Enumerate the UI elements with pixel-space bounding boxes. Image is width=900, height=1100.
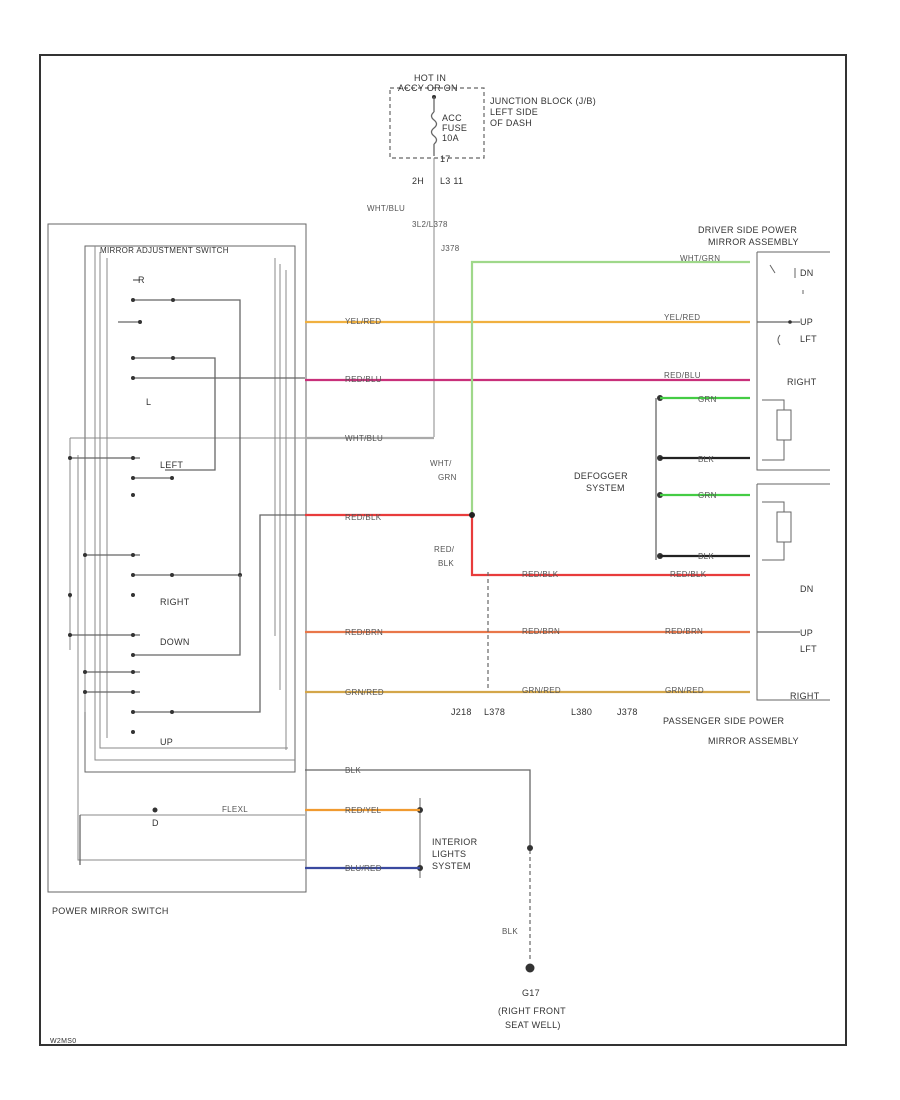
jb-name-1: JUNCTION BLOCK (J/B) [490,96,596,106]
ground-g17: BLK G17 (RIGHT FRONT SEAT WELL) [305,769,566,1030]
wire-label-red-brn-right: RED/BRN [665,627,703,636]
passenger-mirror-up: UP [800,628,813,638]
wire-wht-grn [470,260,750,515]
driver-mirror-lft: LFT [800,334,817,344]
defogger-system: DEFOGGER SYSTEM [574,395,663,560]
passenger-mirror-right: RIGHT [790,691,820,701]
wire-label-grn-red: GRN/RED [345,688,384,697]
ground-id: G17 [522,988,540,998]
wire-label-yel-red-right: YEL/RED [664,313,700,322]
connector-label-3: L380 [571,707,592,717]
driver-mirror-name-2: MIRROR ASSEMBLY [708,237,799,247]
diagram-frame [39,54,847,1046]
passenger-mirror-name-1: PASSENGER SIDE POWER [663,716,785,726]
switch-down-label: DOWN [160,637,190,647]
wire-label-grn-red-mid: GRN/RED [522,686,561,695]
driver-mirror-right: RIGHT [787,377,817,387]
jb-pin-1: 2H [412,176,424,186]
wire-label-connectors-top: 3L2/L378 [412,220,448,229]
ground-name-2: SEAT WELL) [505,1020,561,1030]
connector-label-2: L378 [484,707,505,717]
hot-label-1: HOT IN [414,73,446,83]
wire-label-red-blk-mid-1: RED/ [434,545,455,554]
ground-wire-label: BLK [502,927,518,936]
connector-label-4: J378 [617,707,638,717]
wire-red-blk [305,513,750,577]
wire-label-wht-grn-mid-1: WHT/ [430,459,452,468]
connector-label-1: J218 [451,707,472,717]
wire-label-red-blk-right: RED/BLK [670,570,707,579]
wire-label-flex: FLEXL [222,805,248,814]
wire-label-blk-1: BLK [698,455,714,464]
driver-mirror-name-1: DRIVER SIDE POWER [698,225,797,235]
passenger-mirror-name-2: MIRROR ASSEMBLY [708,736,799,746]
diagram-id: W2MS0 [50,1038,76,1045]
interior-lights-name-1: INTERIOR [432,837,478,847]
bottom-connectors: J218 L378 L380 J378 [451,572,638,717]
defogger-name-2: SYSTEM [586,483,625,493]
interior-lights-name-2: LIGHTS [432,849,466,859]
jb-pin-2: L3 11 [440,176,463,186]
wire-label-wht-blu: WHT/BLU [345,434,383,443]
wire-label-red-blk: RED/BLK [345,513,382,522]
passenger-mirror-assembly: DN UP LFT RIGHT PASSENGER SIDE POWER MIR… [663,483,830,746]
switch-d-label: D [152,818,159,828]
ground-name-1: (RIGHT FRONT [498,1006,566,1016]
switch-title: MIRROR ADJUSTMENT SWITCH [100,246,229,255]
wire-label-red-yel: RED/YEL [345,806,382,815]
wire-label-red-blu: RED/BLU [345,375,382,384]
passenger-mirror-dn: DN [800,584,814,594]
fuse-label-1: ACC [442,113,462,123]
wire-label-wht-grn-mid-2: GRN [438,473,457,482]
switch-l-label: L [146,397,151,407]
interior-lights-name-3: SYSTEM [432,861,471,871]
wire-label-red-brn-mid: RED/BRN [522,627,560,636]
wire-label-red-blk-mid-2: BLK [438,559,454,568]
wire-label-red-blu-right: RED/BLU [664,371,701,380]
wire-label-blk: BLK [345,766,361,775]
wire-harness [305,260,750,870]
jb-pin-3: 17 [440,154,451,164]
wire-labels: YEL/RED RED/BLU WHT/BLU RED/BLK RED/BRN … [345,254,720,873]
jb-name-3: OF DASH [490,118,532,128]
jb-name-2: LEFT SIDE [490,107,538,117]
passenger-mirror-lft: LFT [800,644,817,654]
wire-label-j378-top: J378 [441,244,460,253]
wire-label-wht-blu-top: WHT/BLU [367,204,405,213]
switch-right-label: RIGHT [160,597,190,607]
junction-block: HOT IN ACCY OR ON ACC FUSE 10A JUNCTION … [367,73,596,437]
wire-label-red-brn: RED/BRN [345,628,383,637]
wire-label-grn-2: GRN [698,491,717,500]
switch-r-label: R [138,275,145,285]
defogger-name-1: DEFOGGER [574,471,628,481]
driver-mirror-up: UP [800,317,813,327]
fuse-label-2: FUSE [442,123,467,133]
wire-label-yel-red: YEL/RED [345,317,381,326]
hot-label-2: ACCY OR ON [398,83,458,93]
switch-up-label: UP [160,737,173,747]
switch-left-label: LEFT [160,460,183,470]
driver-mirror-assembly: DRIVER SIDE POWER MIRROR ASSEMBLY DN UP … [698,225,830,471]
wire-label-red-blk-mid: RED/BLK [522,570,559,579]
wire-label-wht-grn-driver: WHT/GRN [680,254,720,263]
power-mirror-switch: MIRROR ADJUSTMENT SWITCH POWER MIRROR SW… [47,223,307,916]
driver-mirror-dn: DN [800,268,814,278]
wire-label-blk-2: BLK [698,552,714,561]
splice-dot [469,512,475,518]
wire-label-grn-1: GRN [698,395,717,404]
wire-label-blu-red: BLU/RED [345,864,382,873]
interior-lights-system: INTERIOR LIGHTS SYSTEM [417,798,478,878]
fuse-label-3: 10A [442,133,459,143]
switch-name: POWER MIRROR SWITCH [52,906,169,916]
wire-label-grn-red-right: GRN/RED [665,686,704,695]
